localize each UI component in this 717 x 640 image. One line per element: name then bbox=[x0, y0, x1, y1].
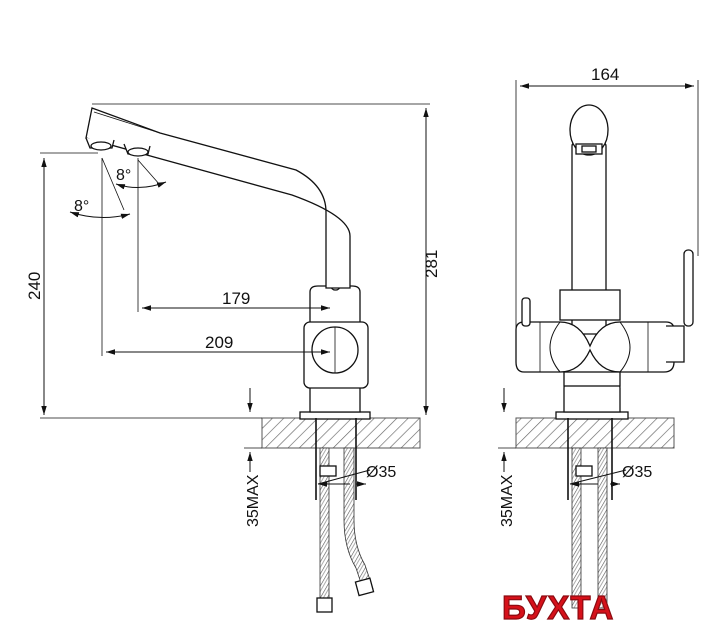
pipe-dim-label-side: Ø35 bbox=[366, 464, 396, 481]
dim-240-label: 240 bbox=[25, 272, 44, 300]
dim-164-label: 164 bbox=[591, 65, 619, 84]
countertop-front bbox=[515, 417, 675, 449]
side-view bbox=[40, 103, 430, 613]
hose-front-1 bbox=[571, 447, 582, 609]
mount-dim-label-front: 35MAX bbox=[499, 474, 516, 527]
pipe-dim-label-front: Ø35 bbox=[622, 464, 652, 481]
spout-side bbox=[85, 107, 351, 289]
watermark-text: БУХТА bbox=[502, 589, 614, 626]
countertop-side bbox=[261, 417, 421, 449]
lever-right-front bbox=[683, 249, 694, 327]
hose-front-2 bbox=[597, 447, 608, 609]
angle-label-2: 8° bbox=[74, 198, 89, 215]
watermark-logo: БУХТА bbox=[501, 588, 614, 626]
front-view bbox=[498, 80, 699, 609]
spout-head-front bbox=[569, 104, 609, 156]
dim-281-label: 281 bbox=[422, 250, 441, 278]
angle-label-1: 8° bbox=[116, 167, 131, 184]
dim-209-label: 209 bbox=[205, 333, 233, 352]
base-flange-side bbox=[299, 411, 371, 420]
dim-179-label: 179 bbox=[222, 289, 250, 308]
lever-left-front bbox=[521, 297, 531, 327]
mount-dim-label-side: 35MAX bbox=[245, 474, 262, 527]
